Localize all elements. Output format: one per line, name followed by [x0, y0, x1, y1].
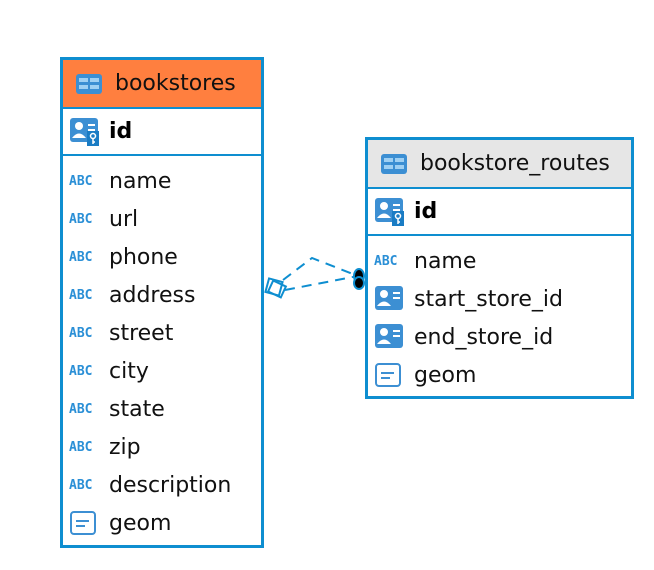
table-name: bookstore_routes	[420, 151, 610, 176]
text-type-icon: ABC	[69, 287, 93, 303]
text-type-icon: ABC	[69, 173, 93, 189]
table-header[interactable]: bookstores	[63, 60, 261, 109]
column-name: end_store_id	[414, 324, 554, 350]
column-row[interactable]: ABC zip	[63, 428, 261, 466]
text-type-icon: ABC	[69, 325, 93, 341]
column-name: address	[109, 282, 196, 308]
column-row[interactable]: start_store_id	[368, 280, 631, 318]
column-row[interactable]: end_store_id	[368, 318, 631, 356]
column-row[interactable]: ABC street	[63, 314, 261, 352]
primary-key-icon	[69, 117, 103, 147]
column-name: geom	[109, 510, 172, 536]
geometry-icon	[374, 362, 408, 388]
primary-key-row[interactable]: id	[368, 189, 631, 236]
text-type-icon: ABC	[69, 249, 93, 265]
primary-key-row[interactable]: id	[63, 109, 261, 156]
table-icon	[75, 73, 109, 95]
foreign-key-icon	[374, 323, 408, 351]
relation-dashes	[282, 256, 359, 291]
column-name: city	[109, 358, 149, 384]
column-row[interactable]: ABC description	[63, 466, 261, 504]
text-type-icon: ABC	[69, 401, 93, 417]
column-row[interactable]: ABC address	[63, 276, 261, 314]
column-row[interactable]: ABC name	[368, 242, 631, 280]
many-end-icon	[353, 268, 365, 290]
foreign-key-icon	[374, 285, 408, 313]
column-row[interactable]: ABC state	[63, 390, 261, 428]
column-row[interactable]: geom	[63, 504, 261, 542]
geometry-icon	[69, 510, 103, 536]
column-row[interactable]: ABC phone	[63, 238, 261, 276]
text-type-icon: ABC	[374, 253, 398, 269]
table-header[interactable]: bookstore_routes	[368, 140, 631, 189]
column-name: url	[109, 206, 139, 232]
column-name: phone	[109, 244, 178, 270]
column-row[interactable]: geom	[368, 356, 631, 394]
column-name: zip	[109, 434, 141, 460]
column-row[interactable]: ABC url	[63, 200, 261, 238]
diamond-end-icon	[264, 277, 288, 299]
table-name: bookstores	[115, 71, 236, 96]
column-name: name	[414, 248, 477, 274]
column-name: id	[414, 199, 438, 224]
column-name: state	[109, 396, 165, 422]
column-name: start_store_id	[414, 286, 563, 312]
column-name: geom	[414, 362, 477, 388]
text-type-icon: ABC	[69, 477, 93, 493]
text-type-icon: ABC	[69, 363, 93, 379]
primary-key-icon	[374, 197, 408, 227]
column-name: street	[109, 320, 174, 346]
column-name: description	[109, 472, 232, 498]
column-name: name	[109, 168, 172, 194]
column-row[interactable]: ABC city	[63, 352, 261, 390]
table-icon	[380, 153, 414, 175]
text-type-icon: ABC	[69, 211, 93, 227]
column-row[interactable]: ABC name	[63, 162, 261, 200]
column-name: id	[109, 119, 133, 144]
text-type-icon: ABC	[69, 439, 93, 455]
